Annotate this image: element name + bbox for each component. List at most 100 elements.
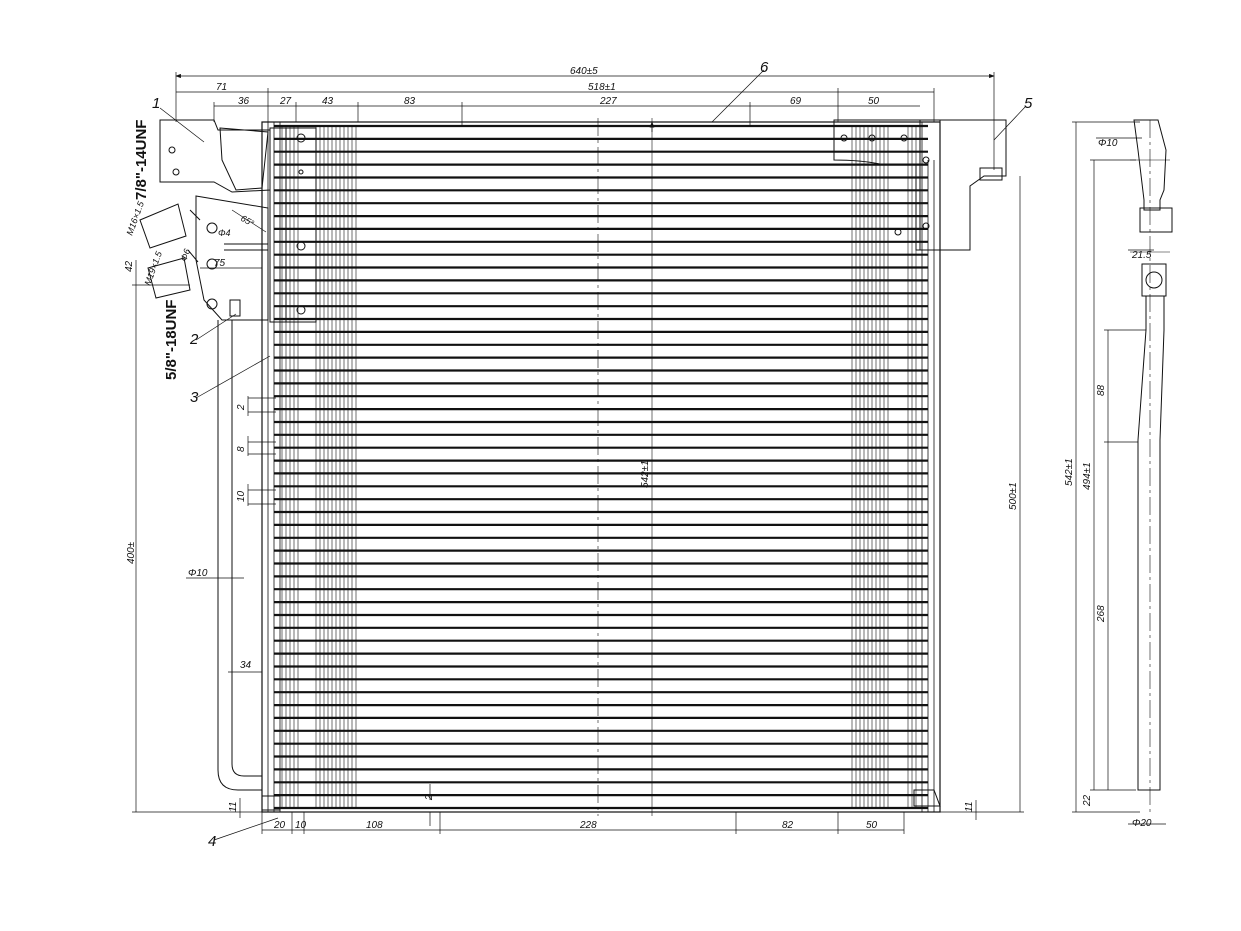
dim-36: 36 [238,96,250,107]
core-outline [261,121,941,813]
side-dim-21-5: 21.5 [1131,250,1152,261]
bolt-hole [296,305,306,315]
dim-phi6: Φ6 [178,247,192,262]
fin-columns [281,126,917,808]
dim-500: 500±1 [1008,482,1019,510]
top-dimension-labels: 640±5 518±1 71 27 50 36 43 83 227 69 [216,66,880,107]
left-dimension-labels: 42 400± 2 8 10 Φ10 34 11 75 [124,258,252,812]
part-label-1: 1 [152,95,160,112]
dim-2-bottom: 2 [424,794,435,801]
dim-69: 69 [790,96,802,107]
bolt-hole [298,169,304,175]
fitting-circle [206,298,218,310]
dim-m16: M16×1.5 [124,199,146,237]
dim-m19: M19×1.5 [142,249,164,287]
core-inner-outline [279,121,923,813]
bolt-hole [168,146,176,154]
thread-labels: 7/8"-14UNF 5/8"-18UNF [133,120,180,380]
bolt-hole [840,134,848,142]
side-dimension-lines [1072,121,1166,825]
dim-34: 34 [240,660,252,671]
dim-11-right: 11 [964,802,975,812]
side-dim-phi10: Φ10 [1098,138,1118,149]
part-label-6: 6 [760,59,769,76]
part-label-3: 3 [190,389,199,406]
bolt-hole [868,134,876,142]
bracket-1-inner [219,127,269,191]
dim-11-left: 11 [228,802,239,812]
right-dimension-labels: 500±1 11 [964,482,1019,812]
clip [229,299,241,317]
right-bracket-assembly [833,119,1007,807]
dim-10-bottom: 10 [295,820,307,831]
bolt-hole [172,168,180,176]
part-labels: 1 2 3 4 5 6 [152,59,1033,850]
bolt-hole [922,222,930,230]
fitting-circle [206,222,218,234]
side-bracket [269,127,317,323]
dim-2-left: 2 [236,404,247,411]
fitting-circle [206,258,218,270]
bottom-dimension-labels: 20 10 108 228 82 50 2 [273,794,878,831]
part-label-4: 4 [208,833,216,850]
side-fitting [1145,271,1163,289]
dim-43: 43 [322,96,334,107]
thread-upper-fitting: 7/8"-14UNF [133,120,150,200]
pipe-stub [224,243,268,251]
pipe-boss-right [913,789,941,807]
dim-27: 27 [279,96,292,107]
side-pipe-top [1133,119,1167,211]
dim-65deg: 65° [239,213,256,229]
return-pipe-inner [231,320,262,777]
tube-rows [274,124,928,810]
dimension-lines [132,69,1027,841]
center-dimension-labels: 542±1 [640,460,651,488]
side-dim-268: 268 [1096,605,1107,623]
fitting-dimension-labels: M16×1.5 M19×1.5 Φ4 Φ6 65° [124,199,256,287]
dim-400: 400± [126,541,137,564]
dim-42: 42 [124,260,135,272]
dim-50-top: 50 [868,96,880,107]
pipe-block [195,195,269,321]
dim-542-center: 542±1 [640,460,651,488]
dim-82: 82 [782,820,794,831]
bolt-hole [296,133,306,143]
pipe-boss [261,795,281,811]
bolt-hole [894,228,902,236]
condenser-core [261,118,941,816]
side-dim-phi20: Φ20 [1132,818,1152,829]
dim-228: 228 [579,820,597,831]
return-pipe-outer [217,320,262,791]
lower-fitting-nut [147,257,191,299]
dim-core-width: 518±1 [588,82,616,93]
thread-lower-fitting: 5/8"-18UNF [163,300,180,380]
side-nut-lower [1141,263,1167,297]
side-nut-upper [1139,207,1173,233]
dim-overall-width: 640±5 [570,66,598,77]
dim-phi4: Φ4 [218,228,231,238]
dim-227: 227 [599,96,617,107]
bolt-hole [922,156,930,164]
side-dim-22: 22 [1082,794,1093,807]
side-dim-88: 88 [1096,384,1107,396]
dim-83: 83 [404,96,416,107]
bracket-5 [833,119,1007,251]
fitting-detail [187,209,201,263]
side-pipe [1137,296,1165,791]
dim-phi10-left: Φ10 [188,568,208,579]
dim-108: 108 [366,820,383,831]
upper-fitting-nut [139,203,187,249]
bracket-5-lines [919,120,941,250]
side-view-labels: 542±1 494±1 88 268 22 Φ10 21.5 Φ20 [1064,138,1152,829]
part-label-2: 2 [189,331,199,348]
dim-8: 8 [236,446,247,452]
side-view [1130,119,1173,812]
dim-10-left: 10 [236,490,247,502]
bolt-hole [900,134,908,142]
side-dim-542: 542±1 [1064,458,1075,486]
part-label-5: 5 [1024,95,1033,112]
dim-50-bottom: 50 [866,820,878,831]
dim-20: 20 [273,820,286,831]
left-bracket-assembly [139,119,317,811]
